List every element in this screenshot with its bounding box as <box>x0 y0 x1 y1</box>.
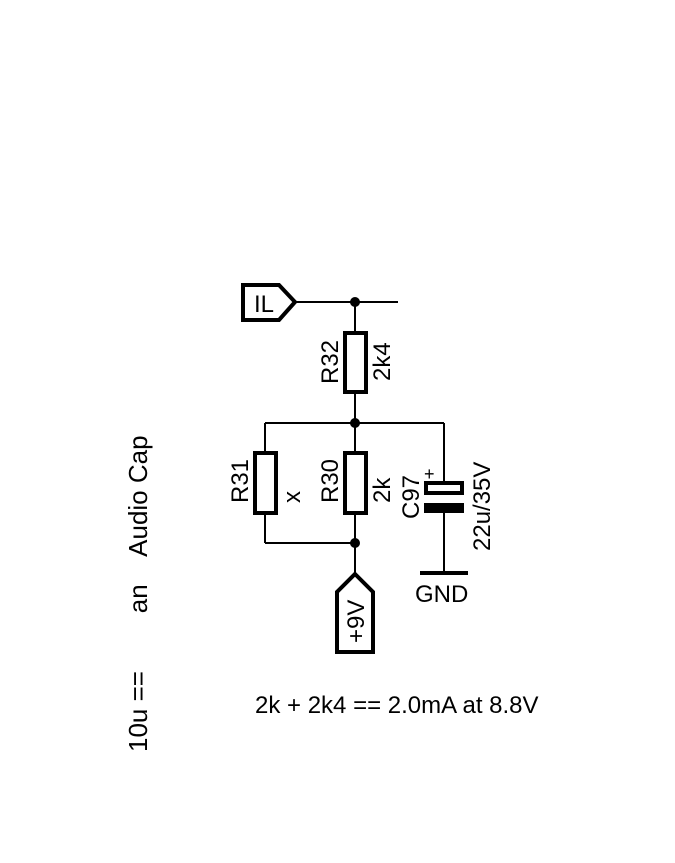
supply-port-9v: +9V <box>335 571 375 654</box>
capacitor-c97-minus-plate <box>424 503 464 513</box>
net-label-il-shape <box>241 283 298 322</box>
capacitor-c97-polarity: + <box>424 464 435 484</box>
resistor-r30-body <box>343 451 368 515</box>
resistor-r32-value: 2k4 <box>369 342 396 381</box>
resistor-r31-ref: R31 <box>227 459 254 503</box>
ground-symbol: GND <box>415 571 468 608</box>
junction-dot <box>350 418 360 428</box>
supply-port-9v-label: +9V <box>343 600 370 643</box>
capacitor-c97-ref: C97 <box>398 475 425 519</box>
current-note: 2k + 2k4 == 2.0mA at 8.8V <box>255 692 539 719</box>
resistor-r31-value: x <box>279 491 306 503</box>
ground-label: GND <box>415 581 468 608</box>
junction-dot <box>350 297 360 307</box>
capacitor-c97-plus-plate <box>424 481 464 495</box>
resistor-r32-body <box>343 331 368 394</box>
capacitor-c97-value: 22u/35V <box>469 462 496 551</box>
resistor-r31: R31 x <box>227 451 306 515</box>
wires <box>264 301 445 574</box>
resistor-r30-value: 2k <box>369 477 396 503</box>
resistor-r30-ref: R30 <box>317 459 344 503</box>
net-label-il: IL <box>241 283 298 322</box>
resistor-r30: R30 2k <box>317 451 396 515</box>
capacitor-c97: + C97 22u/35V <box>398 462 496 551</box>
resistor-r32-ref: R32 <box>317 340 344 384</box>
junction-dot <box>350 538 360 548</box>
net-label-il-text: IL <box>254 291 274 318</box>
supply-port-9v-shape <box>335 571 375 654</box>
junctions <box>350 297 360 548</box>
resistor-r32: R32 2k4 <box>317 331 396 394</box>
side-note: 10u == an Audio Cap <box>123 435 153 752</box>
resistor-r31-body <box>253 451 278 515</box>
